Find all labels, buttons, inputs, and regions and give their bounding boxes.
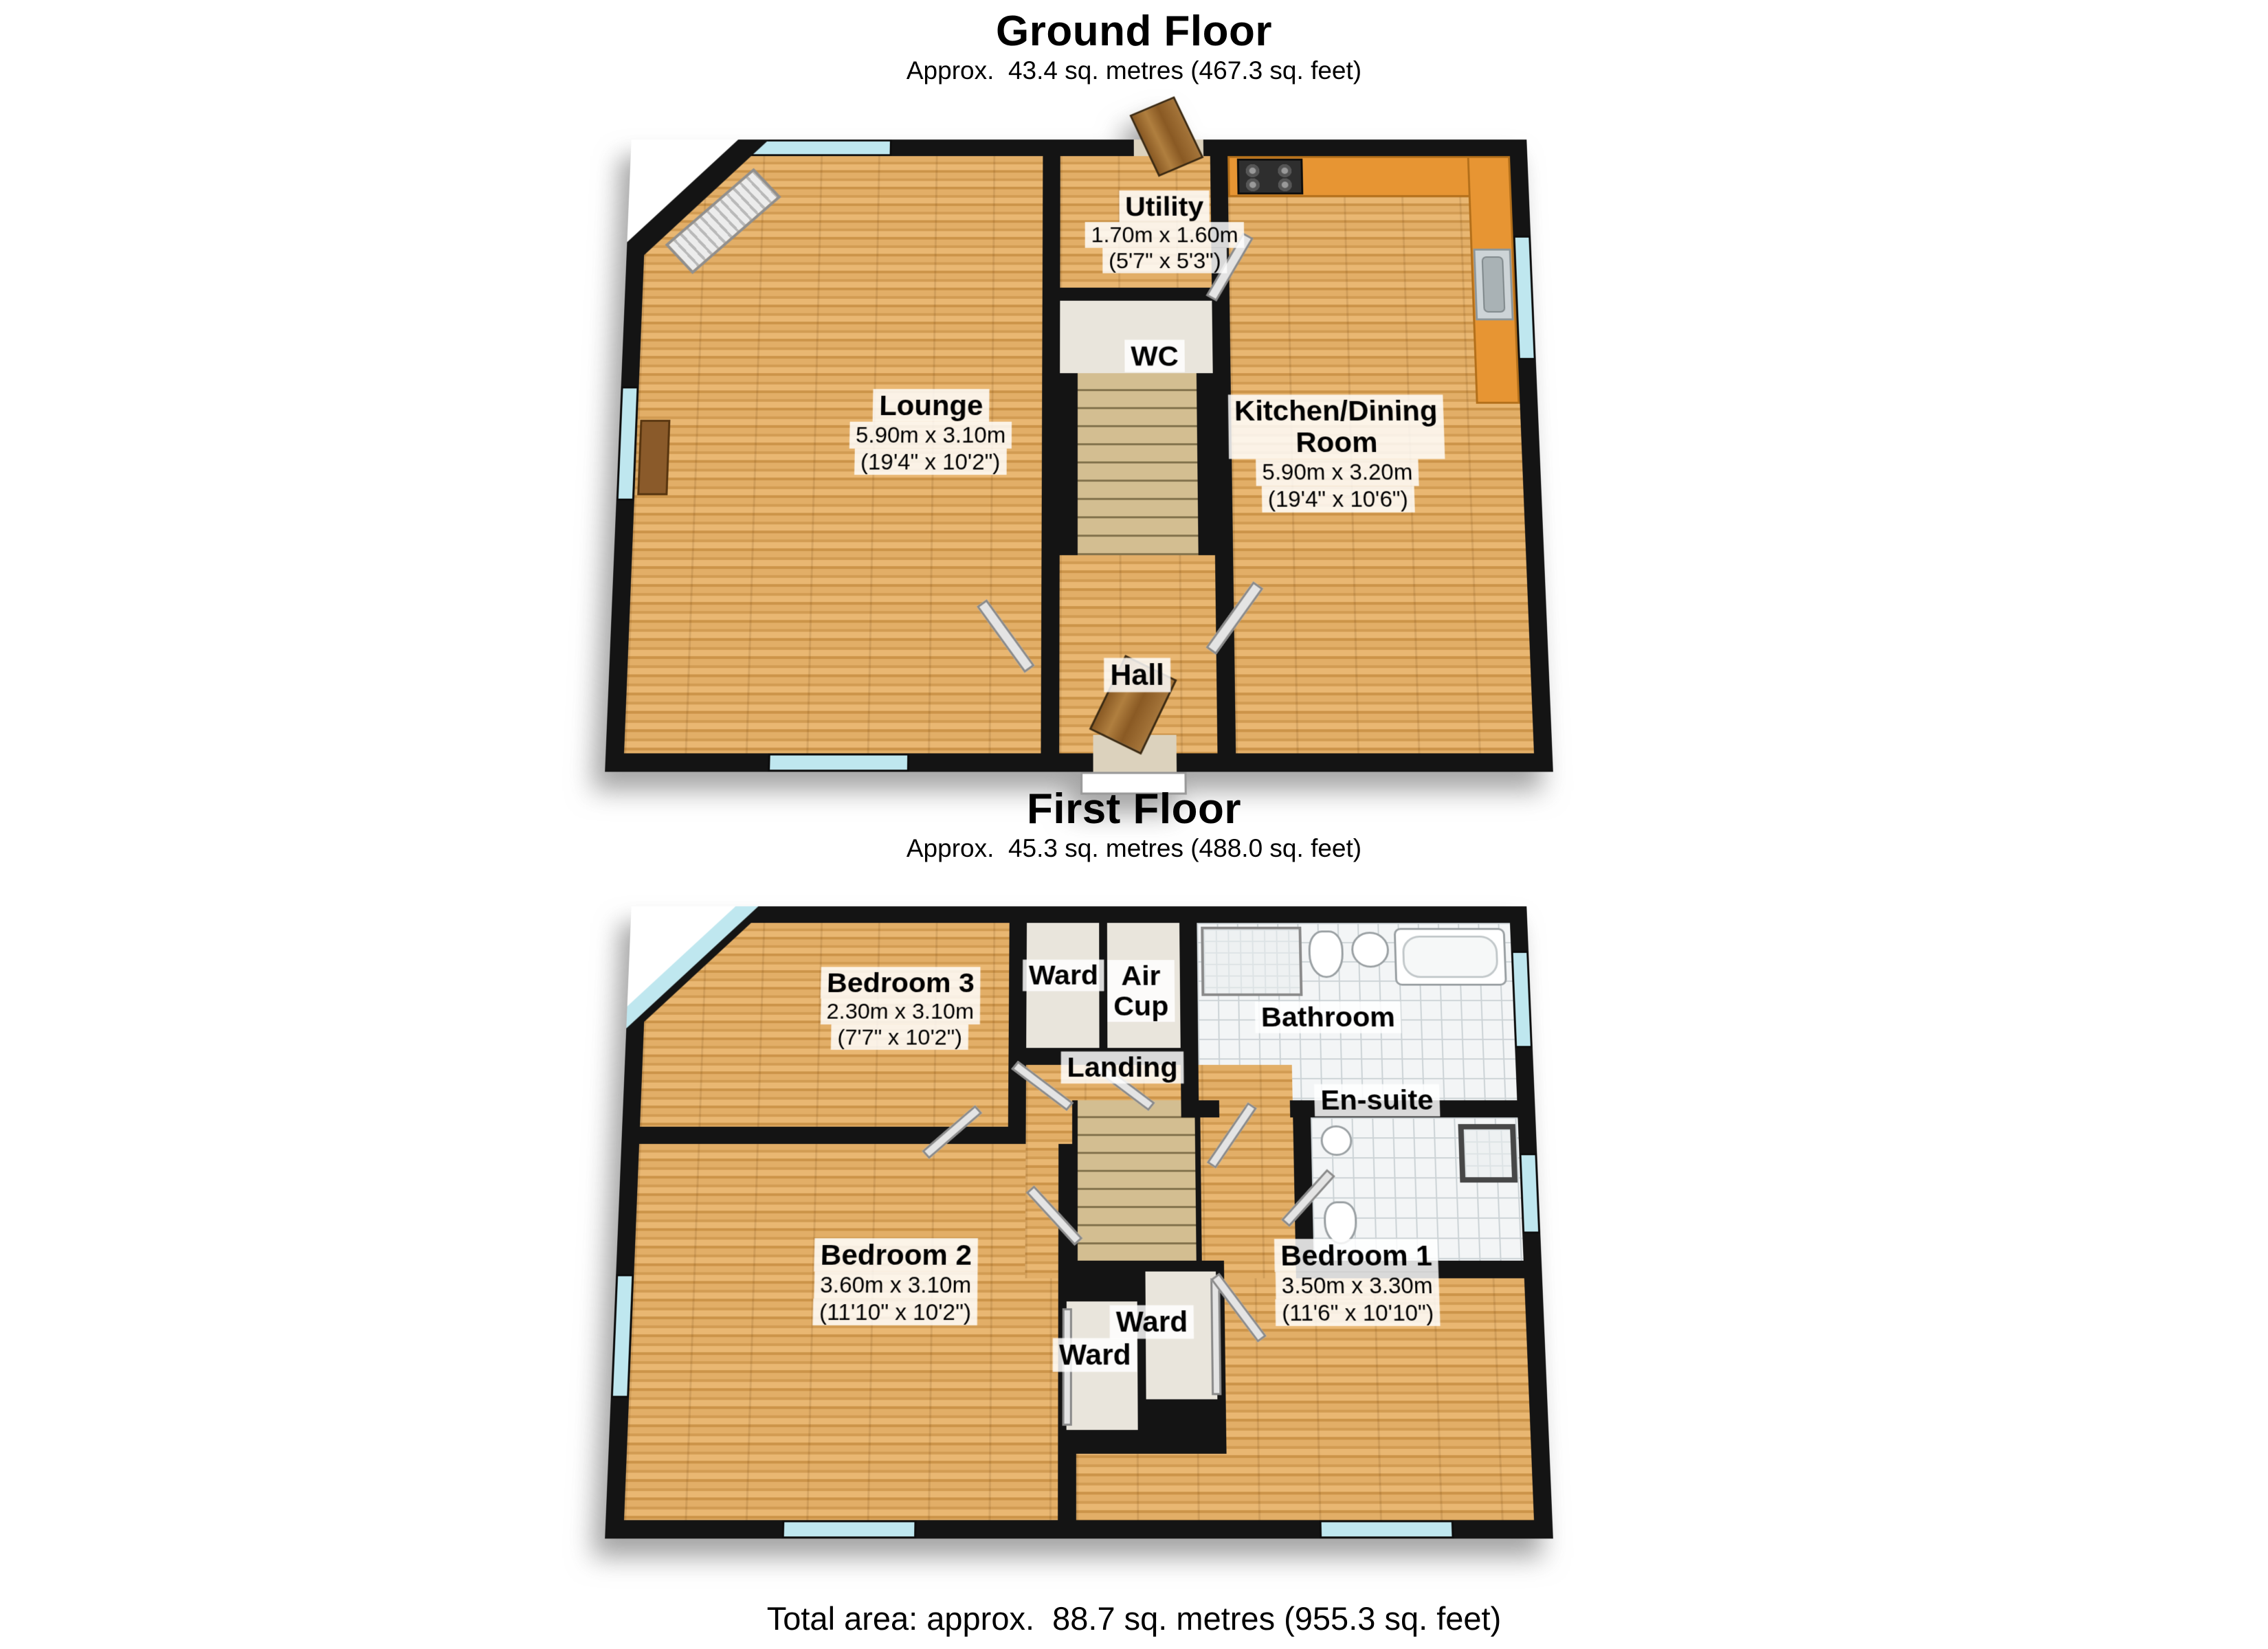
room-size-imperial: (11'10" x 10'2")	[812, 1298, 978, 1326]
wall	[1041, 156, 1060, 597]
ensuite-label: En-suite	[1314, 1084, 1441, 1117]
bathtub	[1393, 928, 1507, 986]
room-name: Air Cup	[1107, 960, 1175, 1022]
room-name: Ward	[1022, 959, 1104, 991]
wall	[1058, 1453, 1076, 1521]
sink-basin	[1481, 256, 1506, 313]
room-name: Ward	[1109, 1305, 1194, 1339]
first-floor-subtitle: Approx. 45.3 sq. metres (488.0 sq. feet)	[906, 834, 1362, 862]
room-name: Bedroom 1	[1274, 1239, 1439, 1272]
room-name: Hall	[1104, 658, 1171, 693]
first-floor-plan: Bedroom 3 2.30m x 3.10m (7'7" x 10'2") W…	[605, 906, 1553, 1539]
window	[1319, 1520, 1454, 1539]
room-name: Bedroom 2	[814, 1238, 979, 1272]
ensuite-sink	[1320, 1125, 1353, 1156]
room-name: Ward	[1052, 1338, 1137, 1372]
bathtub-inner	[1401, 935, 1499, 978]
bedroom1-label: Bedroom 1 3.50m x 3.30m (11'6" x 10'10")	[1274, 1239, 1441, 1327]
burner-icon	[1245, 164, 1260, 177]
room-size-metric: 5.90m x 3.20m	[1256, 459, 1419, 486]
wall	[639, 1126, 1026, 1144]
window	[1511, 951, 1533, 1048]
bathroom-label: Bathroom	[1254, 1001, 1402, 1033]
wardrobe-label: Ward	[1052, 1338, 1137, 1372]
wall	[1041, 680, 1060, 754]
shower-area	[1201, 926, 1303, 996]
side-table	[637, 419, 671, 495]
lounge-label: Lounge 5.90m x 3.10m (19'4" x 10'2")	[849, 389, 1012, 475]
total-area-text: Total area: approx. 88.7 sq. metres (955…	[766, 1600, 1502, 1637]
wall	[1199, 1100, 1220, 1118]
wardrobe-label: Ward	[1109, 1305, 1194, 1339]
toilet	[1308, 930, 1344, 978]
ensuite-shower	[1458, 1123, 1518, 1183]
room-name: Utility	[1119, 190, 1210, 223]
window	[1519, 1153, 1541, 1234]
stove	[1236, 158, 1304, 195]
wall	[1008, 923, 1027, 1144]
room-name: Landing	[1060, 1051, 1184, 1084]
bedroom2-floor	[624, 1143, 1059, 1521]
room-size-imperial: (19'4" x 10'6")	[1261, 485, 1415, 513]
window	[781, 1520, 917, 1539]
ensuite-toilet	[1323, 1201, 1358, 1245]
room-size-imperial: (19'4" x 10'2")	[854, 448, 1007, 475]
first-floor-title: First Floor	[1026, 785, 1242, 833]
wall	[1216, 659, 1236, 754]
ground-floor-subtitle: Approx. 43.4 sq. metres (467.3 sq. feet)	[906, 56, 1362, 85]
wc-label: WC	[1124, 339, 1185, 372]
room-size-metric: 3.60m x 3.10m	[813, 1271, 978, 1299]
room-size-imperial: (11'6" x 10'10")	[1275, 1299, 1441, 1327]
ground-floor-plan: Lounge 5.90m x 3.10m (19'4" x 10'2") Uti…	[605, 96, 1553, 795]
wall	[1179, 923, 1199, 1118]
bedroom3-label: Bedroom 3 2.30m x 3.10m (7'7" x 10'2")	[819, 967, 981, 1051]
staircase	[1071, 373, 1204, 556]
room-name: Bathroom	[1254, 1001, 1402, 1033]
utility-label: Utility 1.70m x 1.60m (5'7" x 5'3")	[1085, 190, 1245, 273]
room-name: En-suite	[1314, 1084, 1441, 1117]
landing-label: Landing	[1060, 1051, 1184, 1084]
ground-floor-title: Ground Floor	[995, 8, 1273, 55]
room-size-metric: 5.90m x 3.10m	[849, 421, 1012, 449]
room-name: Bedroom 3	[820, 967, 981, 999]
wardrobe-door	[1210, 1278, 1222, 1395]
wall	[1060, 287, 1212, 301]
window	[751, 139, 892, 157]
staircase	[1071, 1100, 1203, 1279]
wardrobe-label: Ward	[1022, 959, 1104, 991]
airing-cupboard-label: Air Cup	[1107, 960, 1175, 1022]
bedroom2-label: Bedroom 2 3.60m x 3.10m (11'10" x 10'2")	[812, 1238, 979, 1326]
burner-icon	[1245, 178, 1260, 192]
kitchen-sink	[1473, 248, 1514, 321]
wall	[1099, 923, 1108, 1065]
hall-label: Hall	[1104, 658, 1171, 693]
room-name: Kitchen/Dining Room	[1227, 394, 1445, 460]
burner-icon	[1278, 178, 1292, 192]
kitchen-label: Kitchen/Dining Room 5.90m x 3.20m (19'4"…	[1227, 394, 1447, 513]
bathroom-sink	[1350, 932, 1390, 968]
room-size-metric: 3.50m x 3.30m	[1275, 1272, 1440, 1299]
burner-icon	[1278, 164, 1292, 177]
window	[767, 753, 910, 772]
wall	[1058, 1143, 1077, 1279]
room-name: WC	[1124, 339, 1185, 372]
room-name: Lounge	[872, 389, 990, 422]
room-size-imperial: (7'7" x 10'2")	[831, 1024, 969, 1051]
room-size-metric: 2.30m x 3.10m	[820, 998, 981, 1024]
room-size-metric: 1.70m x 1.60m	[1085, 222, 1245, 248]
room-size-imperial: (5'7" x 5'3")	[1102, 247, 1227, 273]
